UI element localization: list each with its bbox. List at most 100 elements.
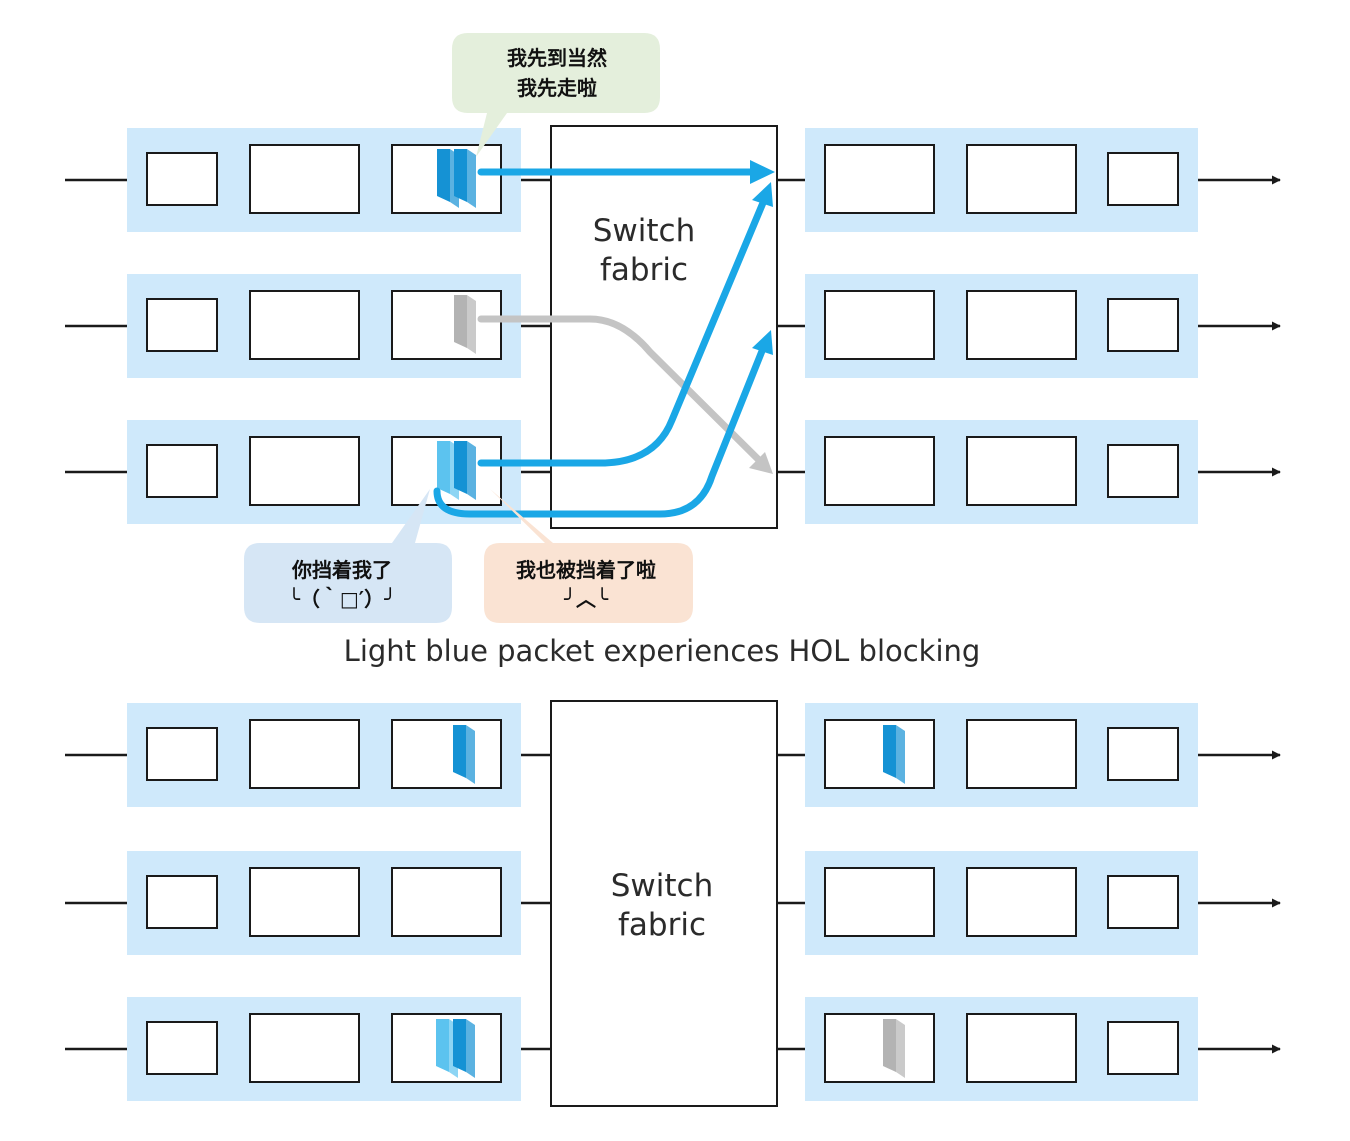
bubble-blocked-line2: ╯︿╰	[563, 587, 609, 611]
packet-gray	[883, 1019, 905, 1078]
bubble-light-blue-line1: 你挡着我了	[291, 558, 392, 582]
queue-slot	[249, 436, 360, 506]
top-output-ports	[777, 128, 1281, 524]
queue-slot	[1107, 444, 1179, 498]
top-panel: Switch fabric 我先到当然 我先走啦 你挡着我了 ╰（｀□′）╯ 我…	[65, 33, 1281, 668]
packet-face	[454, 295, 467, 348]
queue-slot	[1107, 1021, 1179, 1075]
transfer-path-blue-3-2	[433, 330, 773, 518]
top-fabric-label-line2: fabric	[600, 252, 688, 288]
queue-slot	[249, 144, 360, 214]
bottom-input-port-2	[65, 851, 551, 955]
top-transfer-paths	[433, 160, 775, 518]
path-line	[477, 315, 770, 471]
top-output-port-1	[777, 128, 1281, 232]
bubble-blocked-line1: 我也被挡着了啦	[516, 558, 656, 582]
bottom-output-ports	[777, 703, 1281, 1101]
packet-face	[453, 725, 466, 778]
queue-slot	[966, 436, 1077, 506]
packet-side	[467, 295, 476, 354]
packet-side	[896, 725, 905, 784]
queue-slot	[966, 867, 1077, 937]
packet-dark-blue	[453, 725, 475, 784]
packet-dark-blue	[883, 725, 905, 784]
top-input-packets	[437, 149, 476, 500]
bottom-fabric-label-line1: Switch	[611, 868, 714, 904]
top-input-port-1	[65, 128, 551, 232]
packet-side	[466, 725, 475, 784]
queue-slot	[1107, 298, 1179, 352]
bottom-fabric-label-line2: fabric	[618, 907, 706, 943]
top-fabric-label-line1: Switch	[593, 213, 696, 249]
packet-dark-blue	[454, 149, 476, 208]
queue-slot	[146, 727, 218, 781]
bubble-dark-blue-line1: 我先到当然	[507, 46, 607, 70]
bubble-blocked: 我也被挡着了啦 ╯︿╰	[484, 489, 693, 623]
path-arrowhead	[752, 182, 773, 207]
bubble-light-blue-shape	[244, 489, 452, 623]
queue-slot	[146, 444, 218, 498]
top-switch-fabric	[550, 125, 778, 529]
queue-slot	[824, 719, 935, 789]
bottom-input-port-3	[65, 997, 551, 1101]
packet-gray	[454, 295, 476, 354]
queue-slot	[249, 290, 360, 360]
packet-dark-blue	[454, 441, 476, 500]
queue-slot	[824, 144, 935, 214]
queue-slot	[824, 436, 935, 506]
queue-slot	[146, 875, 218, 929]
transfer-path-blue-1-1	[477, 160, 775, 184]
packet-face	[883, 725, 896, 778]
queue-slot	[1107, 152, 1179, 206]
top-output-port-3	[777, 420, 1281, 524]
bottom-input-ports	[65, 703, 551, 1101]
packet-side	[467, 149, 476, 208]
queue-slot	[146, 152, 218, 206]
bubble-dark-blue-shape	[452, 33, 660, 157]
bottom-input-port-1	[65, 703, 551, 807]
top-input-port-3	[65, 420, 551, 524]
top-caption: Light blue packet experiences HOL blocki…	[344, 634, 981, 668]
bubble-blocked-shape	[484, 489, 693, 623]
bubble-dark-blue-line2: 我先走啦	[517, 76, 597, 100]
path-line	[477, 194, 769, 467]
bubble-dark-blue: 我先到当然 我先走啦	[452, 33, 660, 157]
packet-dark-blue	[453, 1019, 475, 1078]
queue-slot	[966, 719, 1077, 789]
path-arrowhead	[750, 160, 775, 184]
packet-side	[466, 1019, 475, 1078]
top-output-port-2	[777, 274, 1281, 378]
queue-slot	[249, 867, 360, 937]
packet-side	[896, 1019, 905, 1078]
queue-slot	[824, 867, 935, 937]
packet-face	[437, 149, 450, 202]
packet-face	[454, 149, 467, 202]
path-line	[433, 342, 768, 518]
queue-slot	[966, 144, 1077, 214]
packet-face	[453, 1019, 466, 1072]
bottom-packets	[436, 725, 905, 1078]
queue-slot	[146, 298, 218, 352]
queue-slot	[824, 290, 935, 360]
queue-slot	[966, 290, 1077, 360]
queue-slot	[391, 290, 502, 360]
bottom-output-port-1	[777, 703, 1281, 807]
queue-slot	[1107, 875, 1179, 929]
packet-side	[467, 441, 476, 500]
path-arrowhead	[749, 452, 773, 474]
bottom-panel: Switch fabric	[65, 700, 1281, 1107]
packet-face	[436, 1019, 449, 1072]
queue-slot	[146, 1021, 218, 1075]
bottom-output-port-3	[777, 997, 1281, 1101]
queue-slot	[824, 1013, 935, 1083]
queue-slot	[249, 719, 360, 789]
transfer-path-blue-3-1	[477, 182, 773, 467]
packet-face	[454, 441, 467, 494]
queue-slot	[391, 867, 502, 937]
queue-slot	[1107, 727, 1179, 781]
packet-face	[883, 1019, 896, 1072]
packet-face	[437, 441, 450, 494]
bubble-light-blue-line2: ╰（｀□′）╯	[288, 585, 396, 611]
bubble-light-blue: 你挡着我了 ╰（｀□′）╯	[244, 489, 452, 623]
